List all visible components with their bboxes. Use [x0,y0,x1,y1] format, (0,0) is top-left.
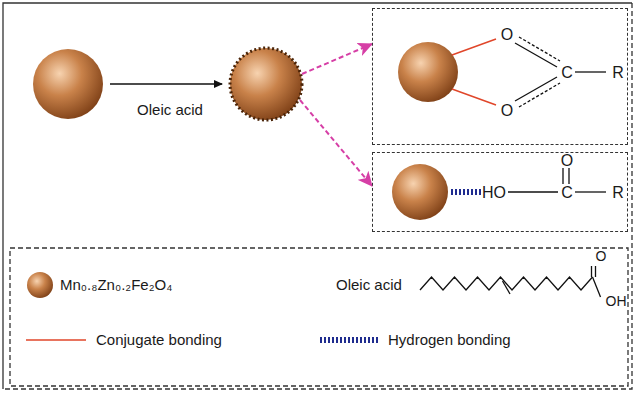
atom-symbol: C [561,65,573,81]
frame [3,3,632,389]
legend-text: Oleic acid [336,277,402,294]
legend-hydrogen-line [320,337,378,343]
pathway-arrow [300,100,372,186]
reagent-label: Oleic acid [137,102,203,119]
reaction-arrow [110,83,222,85]
bond [562,168,563,184]
legend-box [10,248,628,386]
atom-symbol: C [561,185,573,201]
legend-conjugate-line [26,339,86,341]
frame [3,3,632,389]
legend-text: Conjugate bonding [96,332,222,349]
atom-symbol: OH [606,294,627,309]
conjugate-bond [452,39,496,55]
bond [508,191,558,192]
hydroxyl-bond [593,277,601,297]
pathway-arrow [302,44,372,74]
legend-text: Mn₀.₈Zn₀.₂Fe₂O₄ [60,277,172,294]
bond [575,71,606,72]
atom-symbol: O [596,249,607,264]
bond [575,191,606,192]
oleic-acid-chain [420,266,601,297]
atom-symbol: R [612,65,624,81]
coating [230,48,302,120]
coated-nanoparticle [230,48,302,120]
conjugate-bond [452,89,496,105]
carbonyl-bond [595,266,596,277]
carbonyl-bond [591,266,592,277]
bond [519,83,560,107]
double-bond [503,281,511,294]
legend-text: Hydrogen bonding [388,332,511,349]
hydrogen-bond [451,189,481,195]
bond [519,37,560,61]
atom-symbol: O [501,27,513,43]
nanoparticle [398,42,458,102]
nanoparticle [33,49,103,119]
bond [568,168,569,184]
nanoparticle [392,164,448,220]
atom-symbol: R [612,185,624,201]
atom-symbol: O [561,153,573,169]
legend-sphere [27,272,53,298]
atom-symbol: HO [482,185,506,201]
structure-box: O O C R [372,8,628,145]
structure-box: O HO C R [372,152,628,232]
atom-symbol: O [501,103,513,119]
